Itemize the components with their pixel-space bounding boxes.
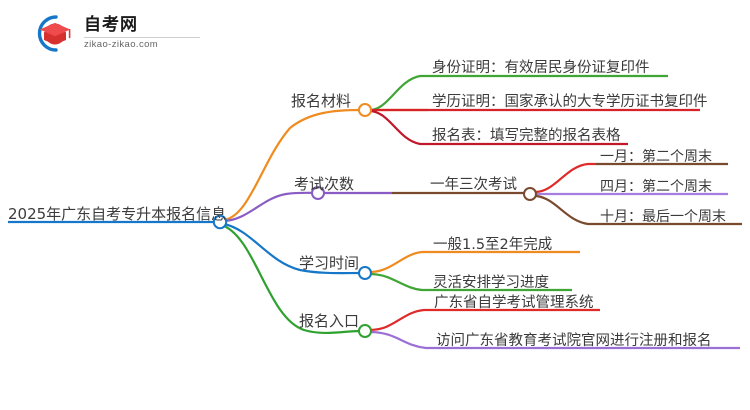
leaf-label-官网注册[interactable]: 访问广东省教育考试院官网进行注册和报名: [436, 333, 712, 349]
root-label[interactable]: 2025年广东自考专升本报名信息: [8, 205, 227, 223]
graduation-cap-icon: [30, 12, 76, 54]
leaf-line-4-1: [369, 308, 432, 332]
leaf-line-1-1: [369, 74, 428, 112]
site-logo[interactable]: 自考网 zikao-zikao.com: [30, 12, 200, 54]
leaf-label-学历证明[interactable]: 学历证明：国家承认的大专学历证书复印件: [432, 94, 708, 110]
branch-line-4: [223, 224, 361, 335]
leaf-label-十月[interactable]: 十月：最后一个周末: [600, 209, 726, 225]
node-branch-4[interactable]: [358, 324, 372, 338]
leaf-line-4-2: [369, 330, 434, 350]
leaf-label-管理系统[interactable]: 广东省自学考试管理系统: [434, 295, 594, 311]
logo-site-name: 自考网: [84, 14, 138, 35]
leaf-line-2-3: [535, 194, 596, 226]
leaf-label-报名表[interactable]: 报名表：填写完整的报名表格: [432, 128, 621, 144]
node-branch-2-1[interactable]: [523, 187, 537, 201]
branch-line-1: [223, 108, 361, 222]
node-root[interactable]: [212, 214, 228, 230]
leaf-label-四月[interactable]: 四月：第二个周末: [600, 179, 712, 195]
leaf-line-1-3: [369, 109, 428, 146]
leaf-line-2-1: [535, 162, 596, 194]
leaf-label-学习进度[interactable]: 灵活安排学习进度: [433, 275, 549, 291]
branch-label-考试次数[interactable]: 考试次数: [294, 175, 355, 193]
branch-label-报名材料[interactable]: 报名材料: [291, 92, 352, 110]
branch-label-报名入口[interactable]: 报名入口: [299, 312, 360, 330]
branch-line-3: [223, 222, 361, 275]
node-branch-2[interactable]: [311, 186, 325, 200]
leaf-label-完成年限[interactable]: 一般1.5至2年完成: [433, 237, 553, 253]
leaf-label-一月[interactable]: 一月：第二个周末: [600, 149, 712, 165]
leaf-line-3-1: [369, 250, 430, 274]
leaf-line-3-2: [369, 272, 430, 292]
branch-line-2: [223, 191, 323, 223]
leaf-label-身份证明[interactable]: 身份证明：有效居民身份证复印件: [432, 60, 650, 76]
logo-divider: [84, 36, 200, 38]
leaf-label-一年三次考试[interactable]: 一年三次考试: [430, 177, 517, 193]
branch-label-学习时间[interactable]: 学习时间: [299, 254, 360, 272]
node-branch-3[interactable]: [358, 266, 372, 280]
logo-domain: zikao-zikao.com: [84, 38, 159, 50]
node-branch-1[interactable]: [358, 103, 372, 117]
